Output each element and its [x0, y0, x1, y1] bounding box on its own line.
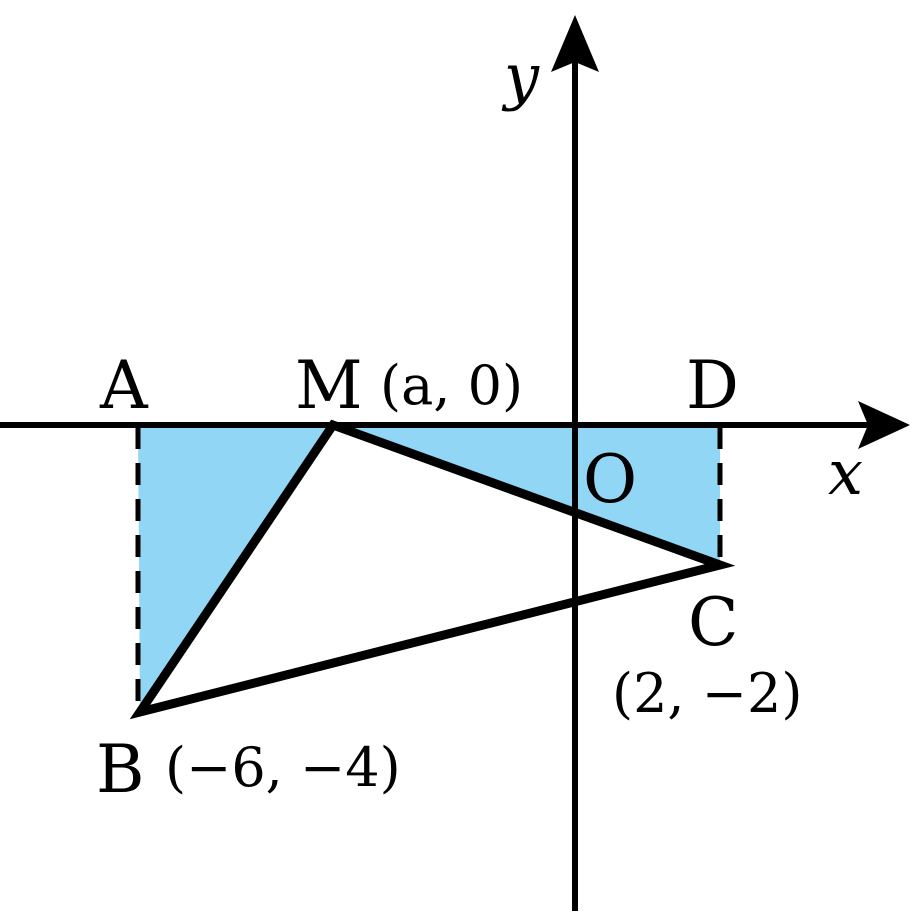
y-axis-arrow [551, 15, 599, 72]
point-D-label: D [686, 347, 739, 424]
x-axis-label: x [828, 436, 863, 509]
point-A-label: A [99, 347, 149, 424]
triangle-MBC [129, 419, 736, 720]
point-M-label: M [295, 347, 363, 424]
x-axis-arrow [858, 401, 910, 449]
point-C-coord: (2, −2) [612, 662, 802, 725]
point-B-label: B [96, 731, 145, 808]
point-M-coord: (a, 0) [380, 354, 523, 417]
point-B-coord: (−6, −4) [165, 736, 401, 799]
origin-label: O [583, 441, 637, 518]
point-C-label: C [688, 584, 739, 661]
y-axis-label: y [501, 40, 540, 113]
